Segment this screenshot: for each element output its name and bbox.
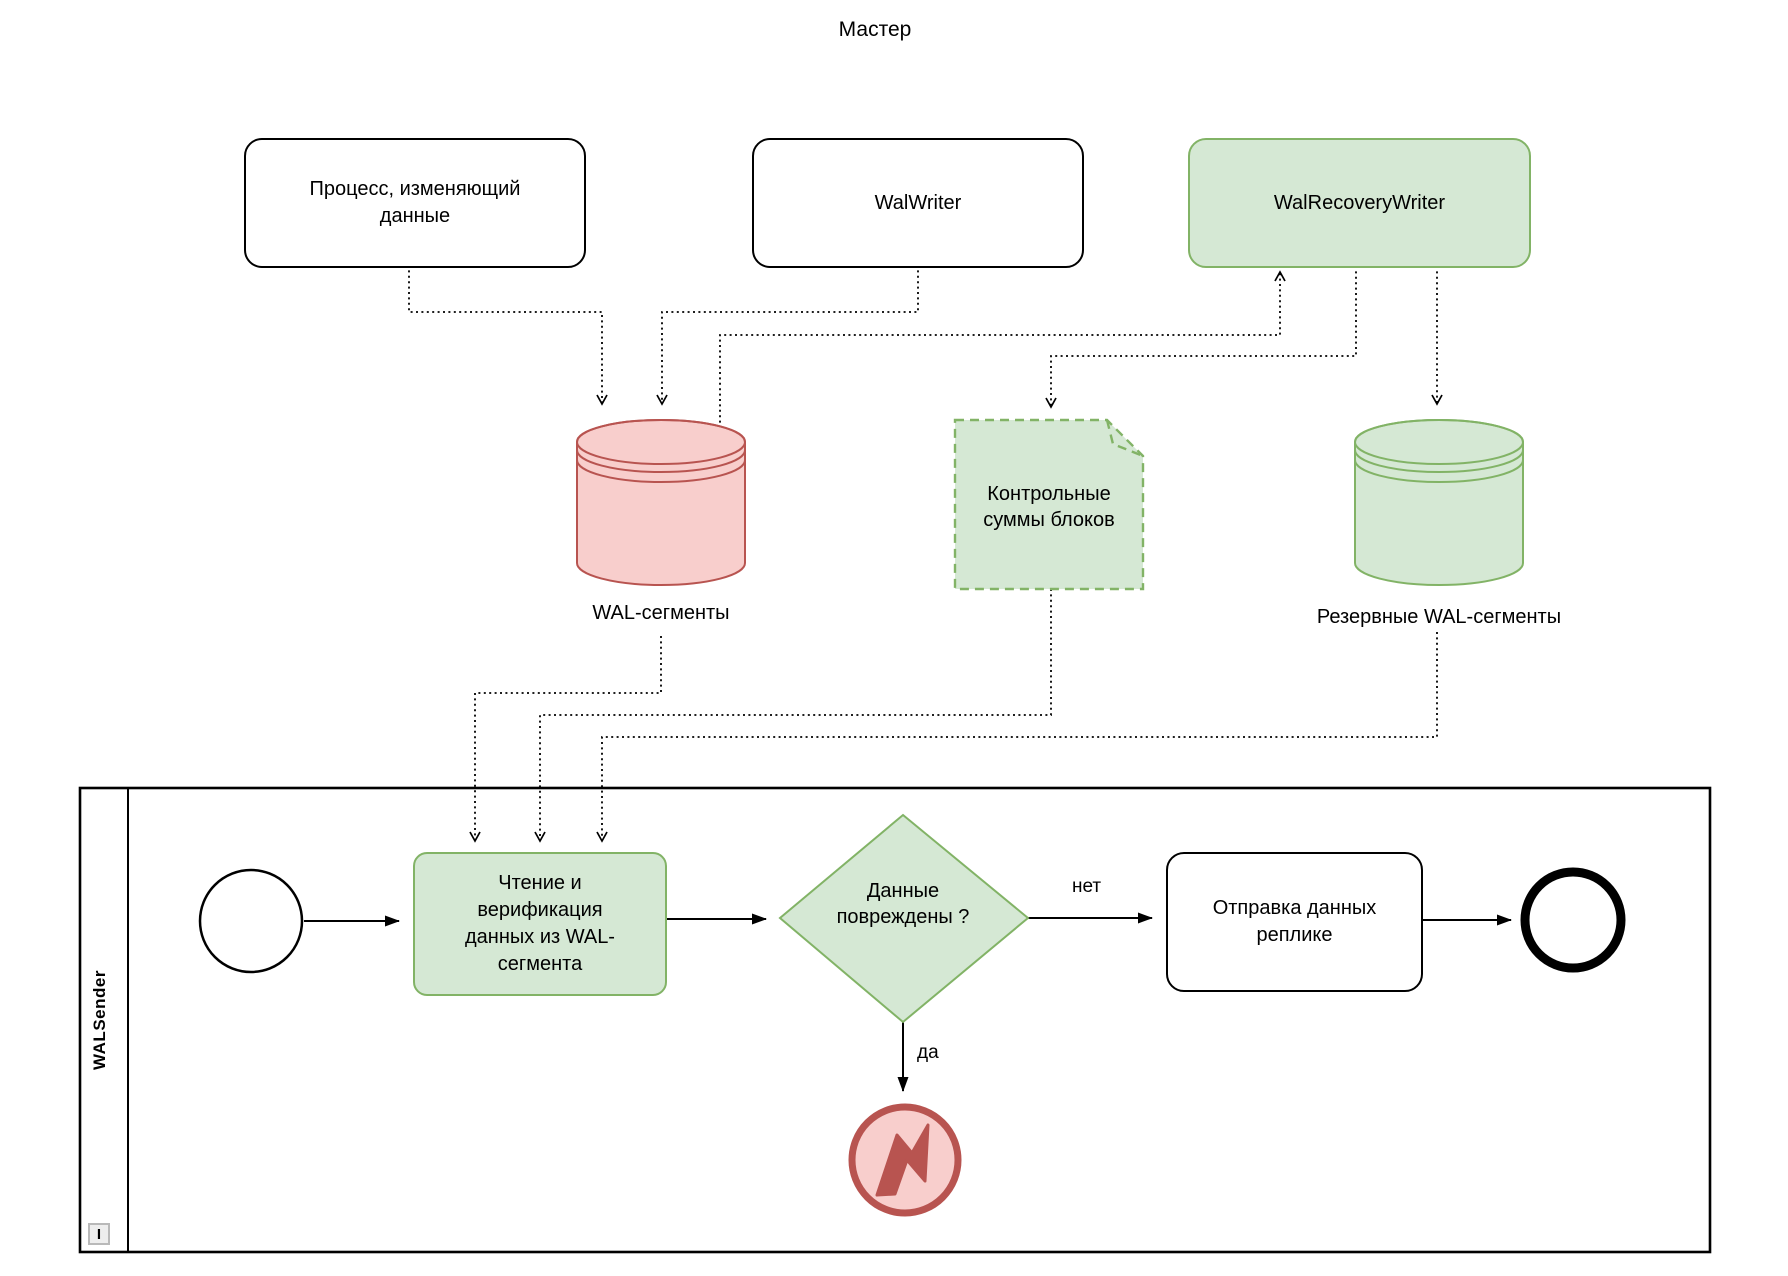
edge-label-yes: да [917,1042,939,1063]
send-data-task-label: Отправка данных реплике [1212,897,1377,946]
walwriter-box: WalWriter [752,138,1084,268]
send-data-task: Отправка данных реплике [1166,852,1423,992]
edge-wal-segments-to-walrecoverywriter [719,270,1286,428]
lightning-bolt-icon [875,1123,930,1197]
backup-wal-segments-cylinder [1354,419,1524,586]
edge-wal-segments-to-read-task [469,636,662,843]
lane-label-walsender: WALSender [90,970,109,1070]
walrecoverywriter-box: WalRecoveryWriter [1188,138,1531,268]
pool-walsender [78,786,1712,1254]
read-verify-task: Чтение и верификация данных из WAL-сегме… [413,852,667,996]
read-verify-task-label: Чтение и верификация данных из WAL-сегме… [465,872,615,975]
edge-backup-segments-to-read-task [596,632,1438,843]
checksums-note-label: Контрольные суммы блоков [983,483,1115,531]
end-event-circle [1520,867,1626,973]
lane-marker: I [88,1223,110,1245]
process-changing-data-box: Процесс, изменяющий данные [244,138,586,268]
edge-checksums-note-to-read-task [534,589,1052,843]
diagram-title: Мастер [838,18,912,41]
wal-segments-label: WAL-сегменты [592,602,730,624]
process-changing-data-label: Процесс, изменяющий данные [309,178,521,227]
walrecoverywriter-label: WalRecoveryWriter [1273,191,1446,214]
walwriter-label: WalWriter [874,191,962,214]
gateway-diamond [778,813,1030,1024]
edge-process-to-wal-segments [408,265,608,406]
wal-segments-cylinder [576,419,746,586]
start-event-circle [198,868,304,974]
edge-walwriter-to-wal-segments [656,265,919,406]
backup-wal-segments-label: Резервные WAL-сегменты [1316,606,1562,628]
edge-walrecoverywriter-to-checksums-note [1045,266,1357,409]
edge-label-no: нет [1072,876,1102,897]
gateway-label: Данные повреждены ? [836,880,970,928]
checksums-note-shape [953,418,1145,591]
